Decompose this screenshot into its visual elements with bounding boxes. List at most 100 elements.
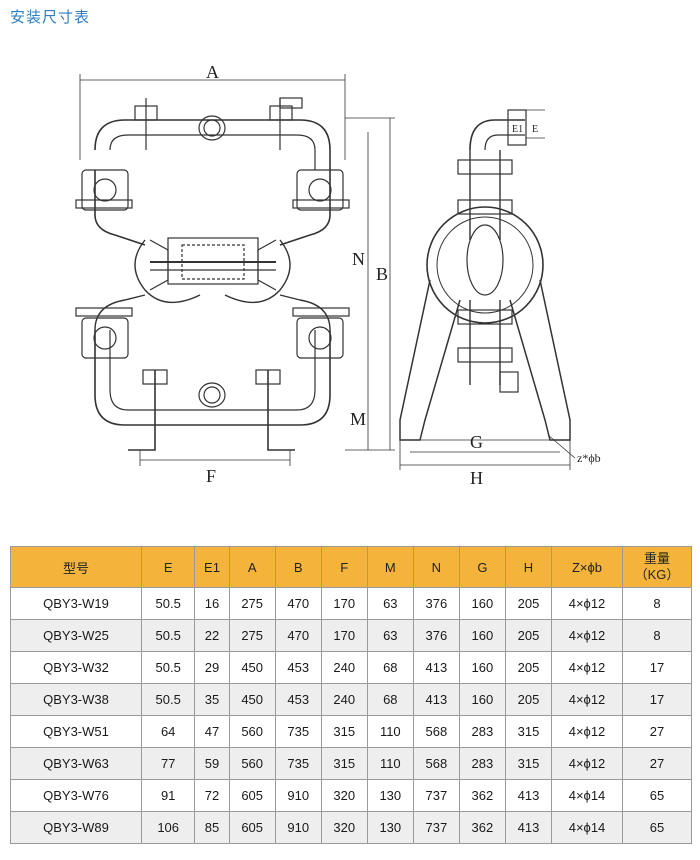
table-cell: 737 bbox=[412, 779, 460, 812]
label-h: H bbox=[470, 468, 483, 488]
table-cell: 605 bbox=[228, 779, 276, 812]
col-weight-label: 重量 bbox=[643, 551, 670, 566]
table-cell: 35 bbox=[194, 683, 230, 716]
label-f: F bbox=[206, 466, 216, 486]
table-cell: 283 bbox=[458, 715, 506, 748]
table-cell: 560 bbox=[228, 715, 276, 748]
table-cell: 910 bbox=[274, 811, 322, 844]
table-cell: 362 bbox=[458, 811, 506, 844]
table-cell: 413 bbox=[412, 651, 460, 684]
table-cell: 315 bbox=[320, 747, 368, 780]
table-cell: 413 bbox=[412, 683, 460, 716]
table-cell: 50.5 bbox=[140, 587, 196, 620]
table-cell: QBY3-W89 bbox=[10, 811, 142, 844]
label-e1: E1 bbox=[512, 124, 523, 135]
col-n: N bbox=[412, 546, 460, 588]
table-cell: 50.5 bbox=[140, 651, 196, 684]
label-b: B bbox=[376, 264, 388, 284]
table-cell: 320 bbox=[320, 811, 368, 844]
col-model: 型号 bbox=[10, 546, 142, 588]
col-weight-unit: （KG） bbox=[634, 567, 680, 582]
label-e: E bbox=[532, 124, 538, 135]
table-cell: 320 bbox=[320, 779, 368, 812]
table-cell: 362 bbox=[458, 779, 506, 812]
col-e: E bbox=[140, 546, 196, 588]
table-cell: QBY3-W25 bbox=[10, 619, 142, 652]
table-cell: 110 bbox=[366, 747, 414, 780]
table-cell: 63 bbox=[366, 619, 414, 652]
table-cell: QBY3-W38 bbox=[10, 683, 142, 716]
table-cell: 4×ϕ14 bbox=[551, 779, 623, 812]
table-cell: 205 bbox=[504, 619, 553, 652]
table-cell: 568 bbox=[412, 747, 460, 780]
table-cell: 50.5 bbox=[140, 683, 196, 716]
table-cell: 240 bbox=[320, 683, 368, 716]
table-cell: 470 bbox=[274, 619, 322, 652]
table-cell: 4×ϕ12 bbox=[551, 683, 623, 716]
dimension-table: 型号 E E1 A B F M N G H Z×ϕb 重量 （KG） QBY3-… bbox=[10, 546, 692, 844]
table-cell: 106 bbox=[140, 811, 196, 844]
table-cell: 450 bbox=[228, 651, 276, 684]
label-g: G bbox=[470, 432, 483, 452]
table-cell: QBY3-W63 bbox=[10, 747, 142, 780]
pump-dimension-drawing: A F N B M bbox=[0, 40, 700, 500]
table-cell: 160 bbox=[458, 587, 506, 620]
table-cell: 63 bbox=[366, 587, 414, 620]
table-cell: 240 bbox=[320, 651, 368, 684]
table-cell: 77 bbox=[140, 747, 196, 780]
table-cell: 65 bbox=[622, 811, 692, 844]
col-g: G bbox=[458, 546, 506, 588]
table-cell: 737 bbox=[412, 811, 460, 844]
table-cell: 47 bbox=[194, 715, 230, 748]
table-cell: 275 bbox=[228, 619, 276, 652]
table-cell: 315 bbox=[320, 715, 368, 748]
table-cell: 568 bbox=[412, 715, 460, 748]
table-cell: 22 bbox=[194, 619, 230, 652]
table-cell: 735 bbox=[274, 747, 322, 780]
table-cell: 4×ϕ12 bbox=[551, 747, 623, 780]
table-cell: 130 bbox=[366, 779, 414, 812]
table-cell: QBY3-W32 bbox=[10, 651, 142, 684]
table-cell: 91 bbox=[140, 779, 196, 812]
label-n: N bbox=[352, 249, 365, 269]
table-cell: 205 bbox=[504, 587, 553, 620]
table-cell: 910 bbox=[274, 779, 322, 812]
col-h: H bbox=[504, 546, 553, 588]
table-cell: 130 bbox=[366, 811, 414, 844]
table-cell: 205 bbox=[504, 683, 553, 716]
table-cell: 50.5 bbox=[140, 619, 196, 652]
table-cell: 59 bbox=[194, 747, 230, 780]
table-cell: 170 bbox=[320, 587, 368, 620]
table-cell: 450 bbox=[228, 683, 276, 716]
table-cell: 4×ϕ12 bbox=[551, 715, 623, 748]
label-a: A bbox=[206, 62, 219, 82]
table-cell: 160 bbox=[458, 683, 506, 716]
table-cell: 17 bbox=[622, 651, 692, 684]
table-cell: 275 bbox=[228, 587, 276, 620]
table-cell: 283 bbox=[458, 747, 506, 780]
table-cell: 160 bbox=[458, 651, 506, 684]
table-cell: 315 bbox=[504, 715, 553, 748]
table-cell: 453 bbox=[274, 683, 322, 716]
table-cell: 27 bbox=[622, 747, 692, 780]
table-cell: 17 bbox=[622, 683, 692, 716]
table-cell: 4×ϕ14 bbox=[551, 811, 623, 844]
table-cell: 72 bbox=[194, 779, 230, 812]
table-cell: 29 bbox=[194, 651, 230, 684]
table-cell: 605 bbox=[228, 811, 276, 844]
table-cell: 68 bbox=[366, 651, 414, 684]
col-f: F bbox=[320, 546, 368, 588]
table-cell: QBY3-W76 bbox=[10, 779, 142, 812]
table-cell: 68 bbox=[366, 683, 414, 716]
table-cell: 16 bbox=[194, 587, 230, 620]
col-b: B bbox=[274, 546, 322, 588]
table-cell: 735 bbox=[274, 715, 322, 748]
table-cell: 85 bbox=[194, 811, 230, 844]
